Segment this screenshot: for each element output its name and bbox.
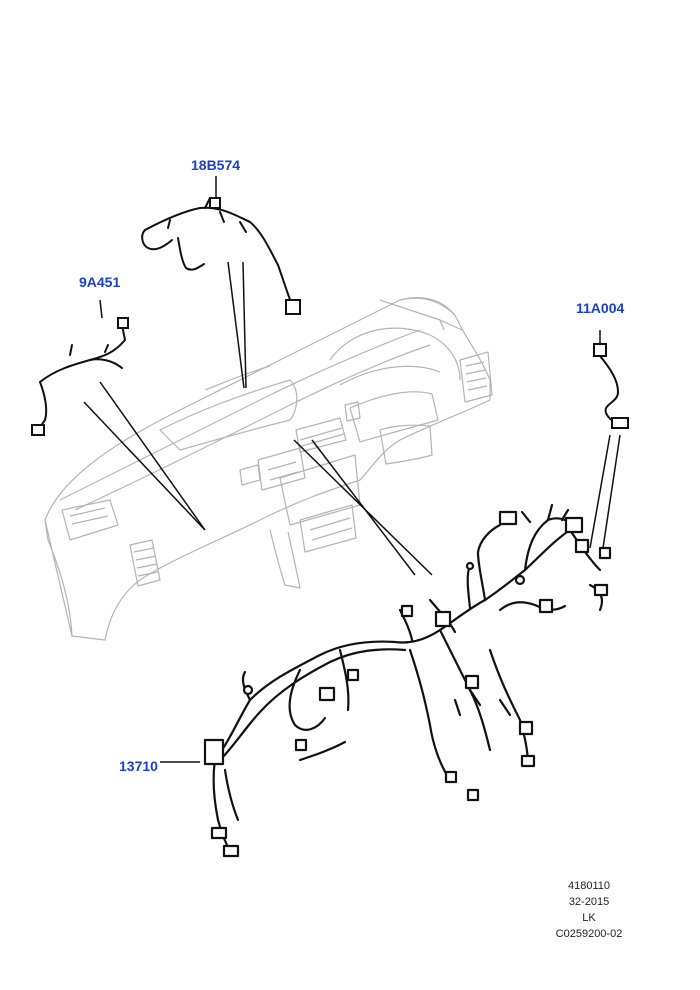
harness-13710 — [203, 503, 612, 858]
harness-9A451 — [31, 317, 129, 436]
reference-line-2: 32-2015 — [568, 896, 610, 908]
harness-18B574 — [141, 197, 301, 315]
callout-13710[interactable]: 13710 — [119, 758, 158, 774]
dashboard-outline — [44, 297, 493, 641]
reference-line-3: LK — [582, 912, 596, 924]
harness-11A004 — [593, 343, 629, 429]
callout-18B574[interactable]: 18B574 — [191, 157, 241, 173]
callout-11A004[interactable]: 11A004 — [576, 300, 625, 316]
reference-block: 4180110 32-2015 LK C0259200-02 — [544, 878, 634, 942]
reference-line-4: C0259200-02 — [555, 928, 623, 940]
reference-line-1: 4180110 — [567, 880, 610, 892]
callout-9A451[interactable]: 9A451 — [79, 274, 121, 290]
leader-lines — [83, 176, 621, 763]
